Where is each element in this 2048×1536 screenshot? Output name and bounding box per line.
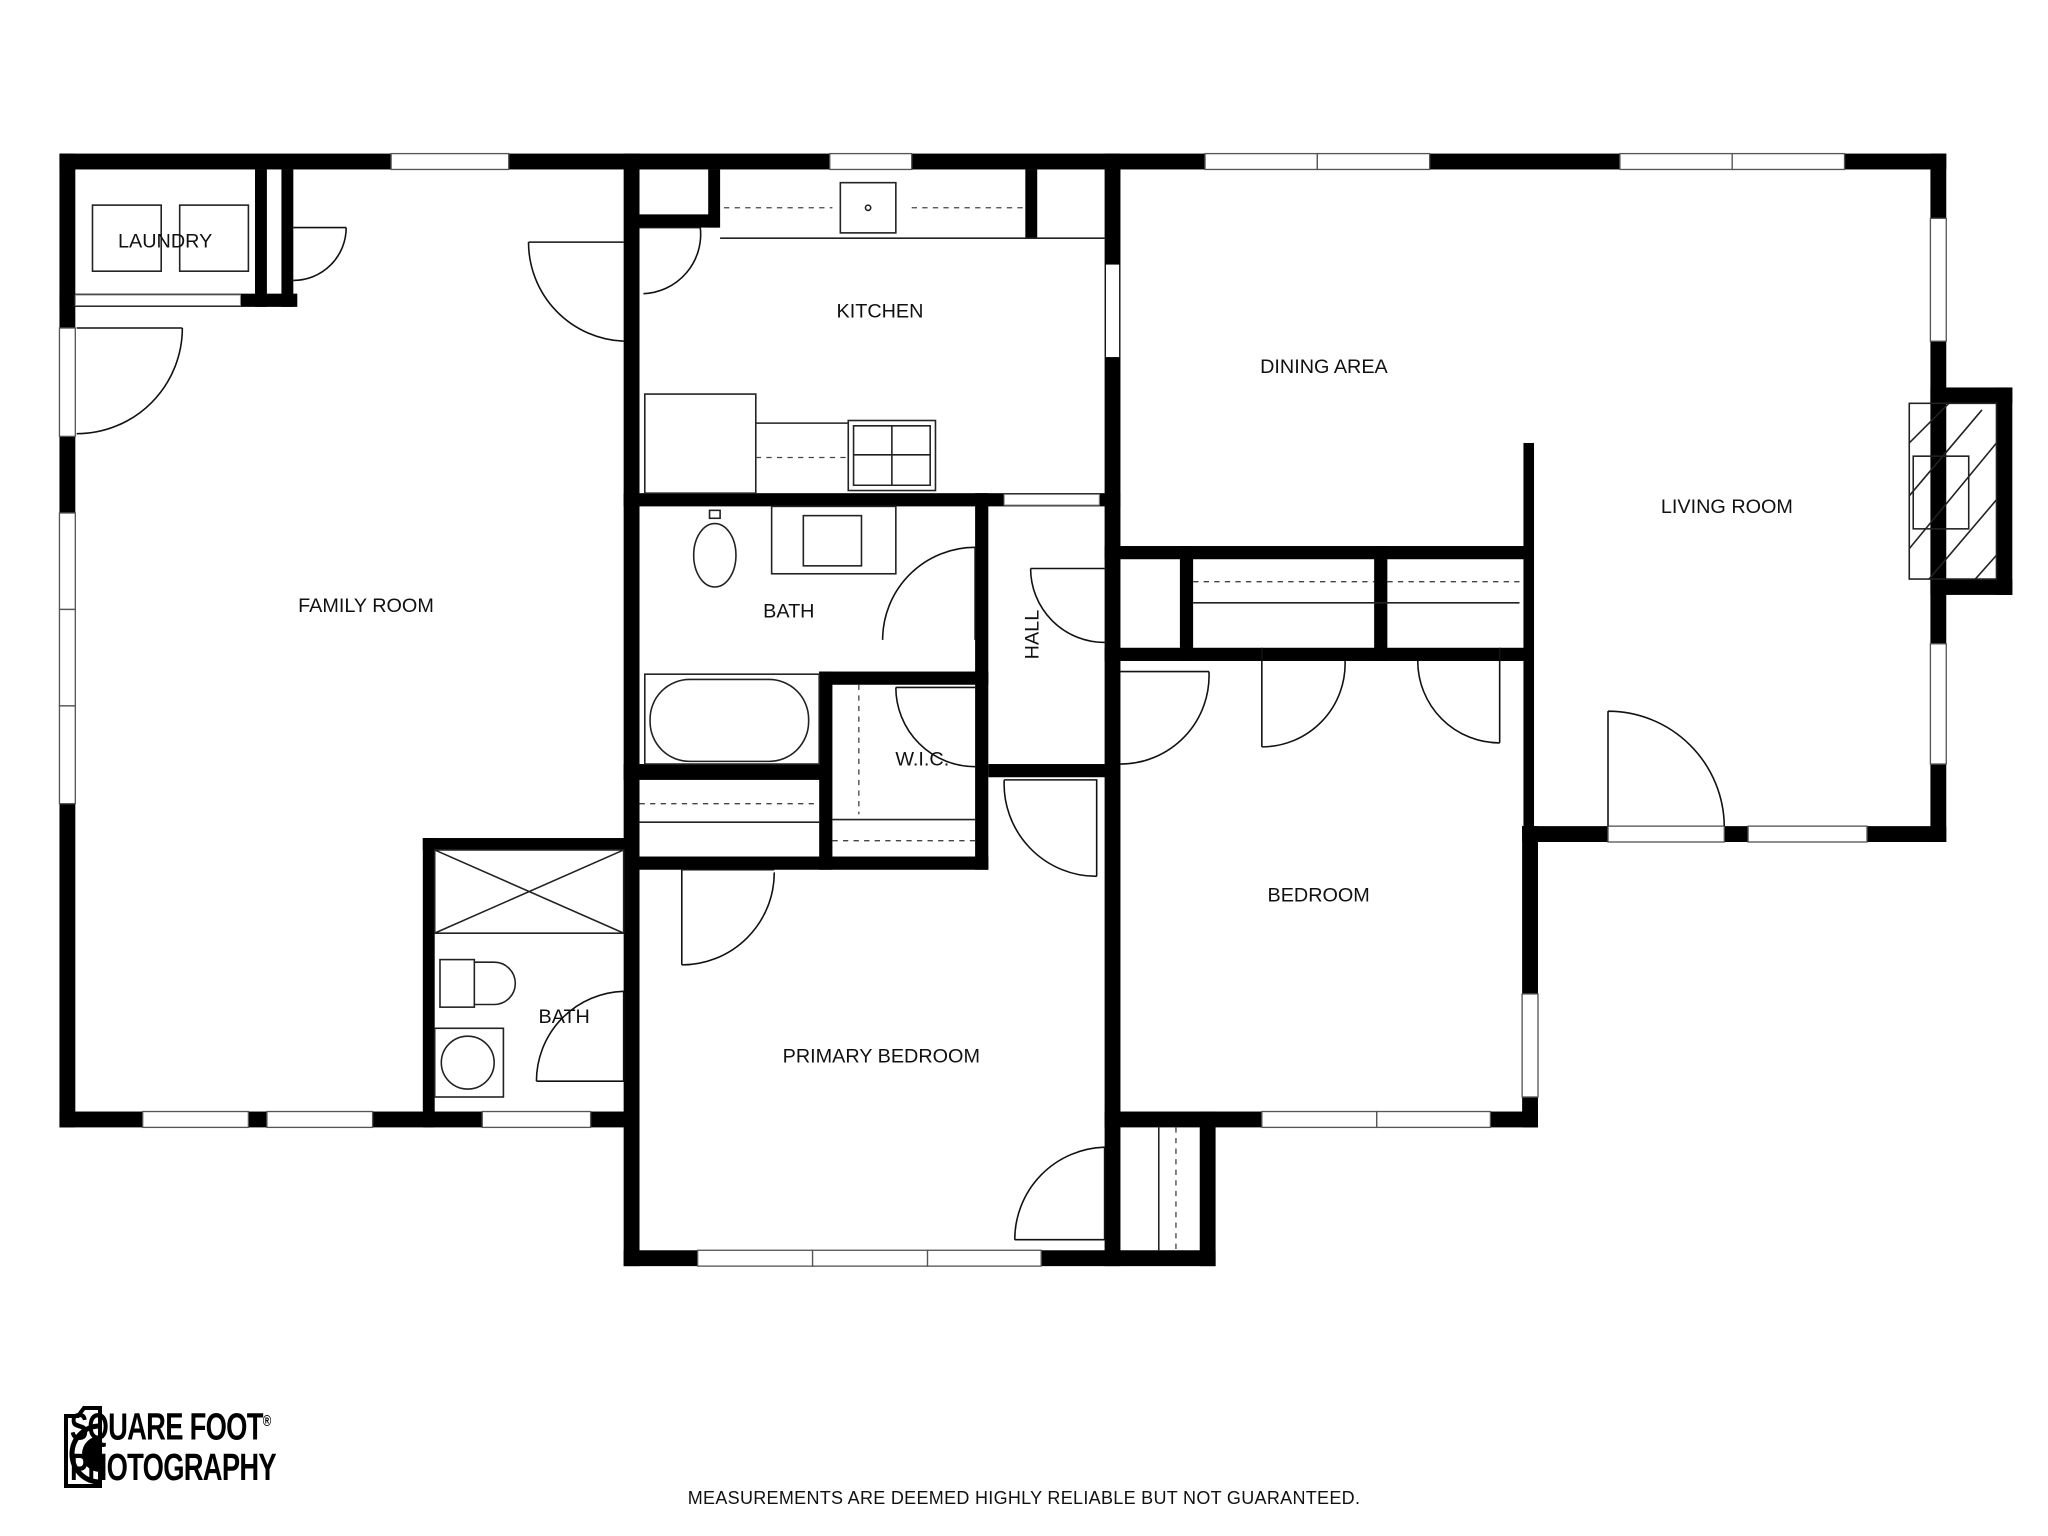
room-label-wic: W.I.C.	[895, 748, 949, 770]
room-label-living-room: LIVING ROOM	[1661, 496, 1793, 518]
disclaimer: MEASUREMENTS ARE DEEMED HIGHLY RELIABLE …	[687, 1488, 1361, 1508]
room-label-bedroom: BEDROOM	[1267, 884, 1369, 906]
logo-line2: PHOTOGRAPHY	[70, 1446, 277, 1489]
room-label-bath: BATH	[763, 600, 814, 622]
room-label-laundry: LAUNDRY	[118, 230, 212, 252]
company-logo: SQUARE FOOT® PHOTOGRAPHY	[56, 1402, 356, 1488]
logo-line1: SQUARE FOOT	[70, 1406, 263, 1449]
fixtures	[91, 181, 1998, 1251]
room-label-primary-bedroom: PRIMARY BEDROOM	[783, 1046, 980, 1068]
room-label-kitchen: KITCHEN	[837, 300, 924, 322]
registered-mark: ®	[262, 1413, 271, 1430]
camera-icon	[64, 1406, 102, 1488]
room-label-dining-area: DINING AREA	[1260, 356, 1388, 378]
room-label-bath-primary: BATH	[539, 1006, 590, 1028]
room-label-family-room: FAMILY ROOM	[298, 595, 434, 617]
walls	[59, 153, 2013, 1267]
doors	[76, 226, 1726, 1241]
room-label-hall: HALL	[1022, 610, 1044, 660]
room-labels: LAUNDRY FAMILY ROOM KITCHEN DINING AREA …	[118, 230, 1793, 1067]
windows	[58, 152, 1947, 1267]
